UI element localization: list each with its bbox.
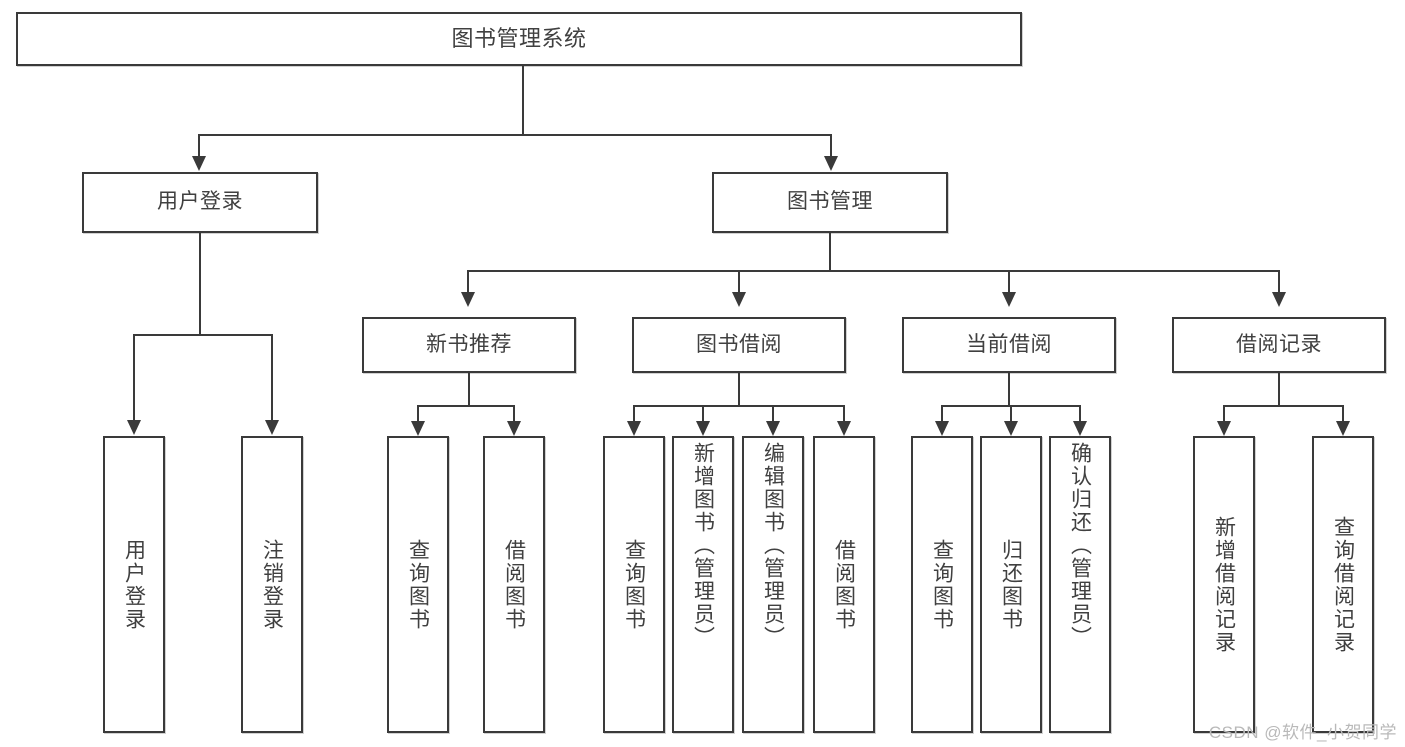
arrow-leaf-query-record [1336,421,1350,436]
connector-book-borrow-drop-2 [702,405,704,423]
connector-borrow-record-drop-2 [1342,405,1344,423]
node-book-borrow[interactable]: 图书借阅 [632,317,846,373]
connector-current-borrow-drop-3 [1079,405,1081,423]
arrow-leaf-add-book [696,421,710,436]
connector-new-book-drop-2 [513,405,515,423]
node-label: 图书管理 [787,190,873,214]
connector-book-manage-stem [829,233,831,270]
node-label: 借阅图书 [832,538,856,631]
node-label: 用户登录 [122,538,146,631]
connector-book-borrow-stem [738,373,740,405]
connector-new-book-bar [417,405,514,407]
node-label: 借阅记录 [1236,332,1322,356]
connector-current-borrow-drop-2 [1010,405,1012,423]
connector-to-current-borrow [1008,270,1010,294]
node-label: 图书借阅 [696,332,782,356]
arrow-leaf-query-book-3 [935,421,949,436]
node-label: 新增借阅记录 [1212,515,1236,654]
connector-current-borrow-stem [1008,373,1010,405]
leaf-query-book-recommend[interactable]: 查询图书 [387,436,449,733]
arrow-leaf-return-book [1004,421,1018,436]
connector-book-borrow-drop-3 [772,405,774,423]
leaf-query-book-borrow[interactable]: 查询图书 [603,436,665,733]
connector-current-borrow-drop-1 [941,405,943,423]
arrow-leaf-query-book-2 [627,421,641,436]
node-label: 借阅图书 [502,538,526,631]
arrow-to-book-manage [824,156,838,171]
arrow-leaf-edit-book [766,421,780,436]
leaf-edit-book-admin[interactable]: 编辑图书（管理员） [742,436,804,733]
connector-to-borrow-record [1278,270,1280,294]
connector-book-borrow-bar [633,405,844,407]
arrow-leaf-user-login [127,420,141,435]
node-root-system[interactable]: 图书管理系统 [16,12,1022,66]
connector-user-login-bar [133,334,271,336]
node-label: 编辑图书（管理员） [761,442,785,649]
leaf-add-book-admin[interactable]: 新增图书（管理员） [672,436,734,733]
connector-new-book-stem [468,373,470,405]
node-label: 图书管理系统 [451,26,587,52]
connector-book-borrow-drop-1 [633,405,635,423]
connector-book-borrow-drop-4 [843,405,845,423]
leaf-add-borrow-record[interactable]: 新增借阅记录 [1193,436,1255,733]
connector-borrow-record-bar [1223,405,1343,407]
arrow-leaf-borrow-book-1 [507,421,521,436]
connector-to-book-manage [830,134,832,158]
connector-root-bar [198,134,832,136]
node-label: 查询图书 [406,538,430,631]
connector-to-user-login [198,134,200,158]
leaf-borrow-book[interactable]: 借阅图书 [813,436,875,733]
connector-new-book-drop-1 [417,405,419,423]
arrow-to-new-book [461,292,475,307]
node-label: 确认归还（管理员） [1068,442,1092,649]
arrow-to-book-borrow [732,292,746,307]
connector-borrow-record-stem [1278,373,1280,405]
node-label: 新增图书（管理员） [691,442,715,649]
arrow-to-current-borrow [1002,292,1016,307]
node-current-borrow[interactable]: 当前借阅 [902,317,1116,373]
leaf-user-login[interactable]: 用户登录 [103,436,165,733]
node-new-book-recommend[interactable]: 新书推荐 [362,317,576,373]
connector-root-stem [522,66,524,134]
node-book-management[interactable]: 图书管理 [712,172,948,233]
node-label: 注销登录 [260,538,284,631]
connector-borrow-record-drop-1 [1223,405,1225,423]
node-label: 当前借阅 [966,332,1052,356]
connector-user-login-drop-1 [133,334,135,422]
arrow-to-user-login [192,156,206,171]
node-label: 新书推荐 [426,332,512,356]
node-user-login[interactable]: 用户登录 [82,172,318,233]
leaf-confirm-return-admin[interactable]: 确认归还（管理员） [1049,436,1111,733]
connector-to-new-book [467,270,469,294]
arrow-leaf-confirm-return [1073,421,1087,436]
leaf-borrow-book-recommend[interactable]: 借阅图书 [483,436,545,733]
leaf-query-book-current[interactable]: 查询图书 [911,436,973,733]
connector-user-login-drop-2 [271,334,273,422]
node-label: 查询图书 [930,538,954,631]
connector-to-book-borrow [738,270,740,294]
arrow-to-borrow-record [1272,292,1286,307]
leaf-return-book[interactable]: 归还图书 [980,436,1042,733]
node-borrow-record[interactable]: 借阅记录 [1172,317,1386,373]
leaf-query-borrow-record[interactable]: 查询借阅记录 [1312,436,1374,733]
node-label: 用户登录 [157,190,243,214]
connector-book-manage-bar [467,270,1278,272]
node-label: 归还图书 [999,538,1023,631]
arrow-leaf-add-record [1217,421,1231,436]
arrow-leaf-logout [265,420,279,435]
node-label: 查询图书 [622,538,646,631]
arrow-leaf-query-book-1 [411,421,425,436]
connector-user-login-stem [199,233,201,334]
leaf-logout[interactable]: 注销登录 [241,436,303,733]
node-label: 查询借阅记录 [1331,515,1355,654]
arrow-leaf-borrow-book-2 [837,421,851,436]
